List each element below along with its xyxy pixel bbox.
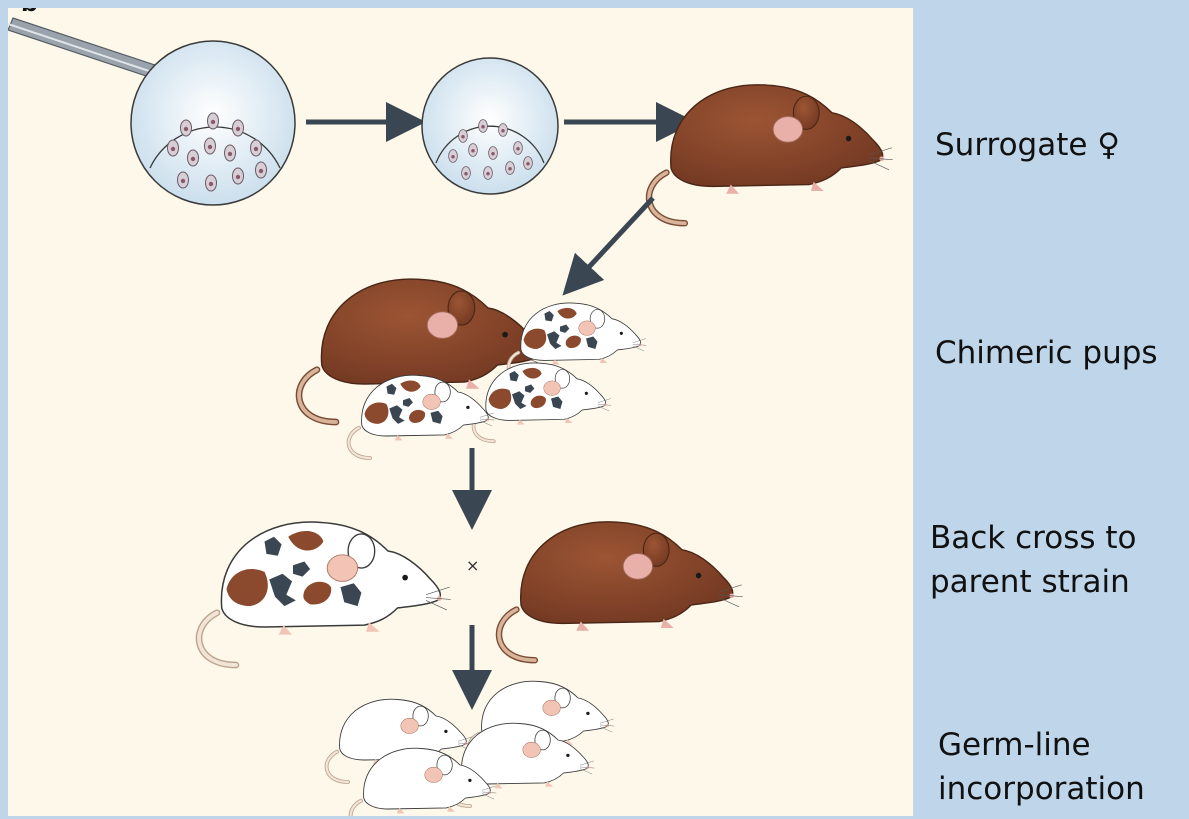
diagram-panel: b (8, 8, 913, 816)
chimeric-adult-mouse-icon (199, 522, 451, 665)
label-chimeric-pups-text: Chimeric pups (935, 335, 1158, 371)
panel-letter: b (21, 8, 38, 18)
label-chimeric-pups: Chimeric pups (935, 331, 1158, 375)
label-back-cross-line2: parent strain (930, 564, 1130, 600)
label-back-cross: Back cross to parent strain (930, 516, 1136, 604)
arrow-surrogate-to-pups (562, 196, 655, 296)
label-surrogate-text: Surrogate ♀ (935, 127, 1121, 163)
label-back-cross-line1: Back cross to (930, 520, 1137, 556)
chimeric-pups-group (299, 279, 646, 458)
blastocyst-dish-2-icon (421, 57, 559, 195)
diagram-svg: × (8, 17, 913, 816)
label-germline-line2: incorporation (938, 771, 1145, 807)
parent-strain-mouse-icon (499, 522, 743, 660)
label-germline-line1: Germ-line (938, 727, 1091, 763)
chimeric-pup-icon (474, 363, 612, 441)
blastocyst-dish-1-icon (130, 40, 296, 206)
label-surrogate: Surrogate ♀ (935, 123, 1120, 167)
label-germline: Germ-line incorporation (938, 723, 1145, 811)
cross-symbol: × (466, 556, 479, 575)
surrogate-mouse-icon (649, 85, 893, 223)
germline-mice-group (324, 679, 617, 816)
